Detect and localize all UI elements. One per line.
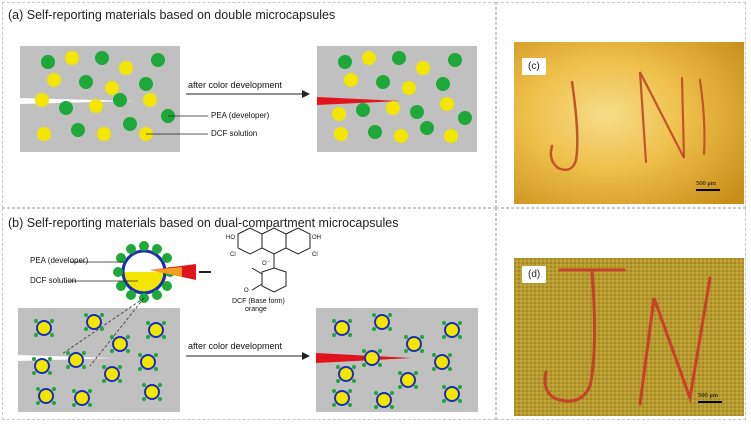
developer-capsule xyxy=(356,103,370,117)
particles-before xyxy=(35,51,175,141)
dcf-capsule xyxy=(89,99,103,113)
crack-after xyxy=(317,97,400,105)
dcf-capsule xyxy=(97,127,111,141)
capsules-b-before xyxy=(34,314,164,406)
dcf-capsule xyxy=(416,61,430,75)
dcf-capsule xyxy=(334,127,348,141)
scratch-n xyxy=(638,71,706,164)
developer-capsule xyxy=(448,53,462,67)
panel-c-photo xyxy=(514,42,744,204)
scratch-j-d xyxy=(543,268,626,403)
developer-capsule xyxy=(41,55,55,69)
scratch-n-d xyxy=(638,276,712,406)
capsule-dots-b-after xyxy=(332,313,462,409)
developer-capsule xyxy=(458,111,472,125)
dcf-capsule xyxy=(105,81,119,95)
dcf-capsule xyxy=(37,127,51,141)
arrow-a-label: after color development xyxy=(188,80,283,90)
panel-b-title: (b) Self-reporting materials based on du… xyxy=(8,216,399,230)
particles-after xyxy=(332,51,472,143)
developer-capsule xyxy=(338,55,352,69)
panel-a-frame xyxy=(2,2,496,208)
panel-c-frame xyxy=(496,2,746,208)
developer-capsule xyxy=(368,125,382,139)
developer-capsule xyxy=(113,93,127,107)
developer-capsule xyxy=(79,75,93,89)
developer-capsule xyxy=(95,51,109,65)
dcf-capsule xyxy=(119,61,133,75)
arrow-b-label: after color development xyxy=(188,341,283,351)
developer-capsule xyxy=(71,123,85,137)
capsules-b-after xyxy=(334,314,460,408)
panel-a-title: (a) Self-reporting materials based on do… xyxy=(8,8,336,22)
panel-d-scale-label: 500 μm xyxy=(698,392,718,399)
dcf-capsule xyxy=(440,97,454,111)
developer-capsule xyxy=(139,77,153,91)
developer-capsule xyxy=(420,121,434,135)
capsule-dots-b-before xyxy=(32,313,166,407)
molecule-atom-cl-right: Cl xyxy=(312,252,318,258)
developer-capsule xyxy=(436,77,450,91)
panel-d-photo xyxy=(514,258,744,416)
molecule-caption-1: DCF (Base form) xyxy=(232,298,285,305)
panel-b-diagram xyxy=(18,227,478,412)
molecule-atom-cl-left: Cl xyxy=(230,252,236,258)
scratch-j xyxy=(549,80,579,171)
dcf-capsule xyxy=(362,51,376,65)
dcf-capsule xyxy=(386,101,400,115)
pea-label-a: PEA (developer) xyxy=(211,111,270,120)
panel-b-frame xyxy=(2,208,496,420)
panel-c-scale-label: 500 μm xyxy=(696,180,716,187)
molecule-atom-o: O xyxy=(244,288,249,294)
dcf-capsule xyxy=(35,93,49,107)
dcf-capsule xyxy=(344,73,358,87)
developer-capsule xyxy=(392,51,406,65)
developer-capsule xyxy=(123,117,137,131)
dcf-label-b: DCF solution xyxy=(30,276,77,285)
panel-d-tag: (d) xyxy=(522,266,547,283)
dcf-label-a: DCF solution xyxy=(211,129,258,138)
dual-capsule-detail xyxy=(113,241,211,303)
dcf-capsule xyxy=(65,51,79,65)
molecule-atom-ho: HO xyxy=(226,235,235,241)
dcf-molecule xyxy=(237,227,311,293)
panel-a-diagram xyxy=(20,46,477,152)
pea-label-b: PEA (developer) xyxy=(30,256,89,265)
molecule-caption-2: orange xyxy=(245,306,267,313)
panel-d-scale-bar xyxy=(698,401,722,403)
dcf-capsule xyxy=(47,73,61,87)
developer-capsule xyxy=(59,101,73,115)
panel-c-tag: (c) xyxy=(522,58,546,75)
panel-d-frame xyxy=(496,208,746,420)
dcf-capsule xyxy=(394,129,408,143)
molecule-atom-oh: OH xyxy=(312,235,321,241)
developer-capsule xyxy=(410,105,424,119)
dcf-capsule xyxy=(444,129,458,143)
dcf-capsule xyxy=(332,107,346,121)
dcf-capsule xyxy=(402,81,416,95)
developer-capsule xyxy=(151,53,165,67)
dcf-capsule xyxy=(143,93,157,107)
panel-c-scale-bar xyxy=(696,189,720,191)
developer-capsule xyxy=(376,75,390,89)
molecule-atom-o-minus: O⁻ xyxy=(262,261,270,267)
